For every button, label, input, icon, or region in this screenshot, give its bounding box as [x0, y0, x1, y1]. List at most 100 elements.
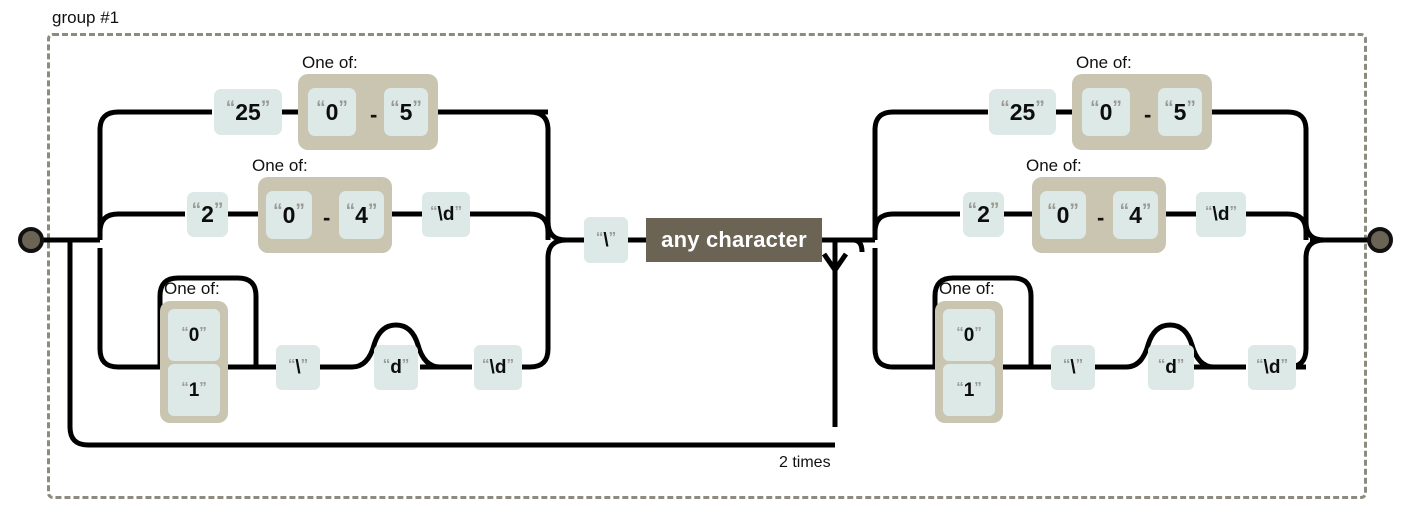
repeat-count-label: 2 times — [779, 454, 831, 471]
quote-open: “ — [1256, 356, 1264, 373]
node-value: 2 — [977, 201, 990, 227]
node-literal-2-right[interactable]: “2” — [963, 192, 1004, 237]
node-value: 0 — [188, 324, 200, 346]
quote-open: “ — [345, 200, 356, 222]
node-digit-class-right-2[interactable]: “\d” — [1196, 192, 1246, 237]
node-range-from-left-2[interactable]: “0” — [266, 191, 312, 239]
quote-close: ” — [974, 378, 982, 396]
node-value: 0 — [1056, 201, 1070, 228]
node-value: 4 — [1129, 201, 1142, 228]
quote-open: “ — [273, 200, 283, 222]
end-terminal — [1367, 227, 1393, 253]
quote-open: “ — [1119, 200, 1130, 222]
quote-close: ” — [295, 200, 305, 222]
quote-close: ” — [506, 356, 514, 373]
node-oneof-option-1-right[interactable]: “1” — [943, 364, 995, 416]
node-literal-d-right-3[interactable]: “d” — [1148, 345, 1194, 390]
node-value: 2 — [201, 201, 214, 227]
quote-close: ” — [412, 97, 422, 119]
quote-open: “ — [595, 228, 604, 246]
node-value: 0 — [282, 201, 296, 228]
oneof-label-right-3: One of: — [939, 279, 995, 298]
range-separator-right-1: - — [1144, 102, 1152, 127]
group-label: group #1 — [52, 8, 120, 27]
node-oneof-option-0-left[interactable]: “0” — [168, 309, 220, 361]
quote-close: ” — [300, 356, 309, 373]
node-digit-class-left-2[interactable]: “\d” — [422, 192, 470, 237]
node-center-backslash[interactable]: “\” — [584, 217, 628, 263]
quote-open: “ — [1062, 356, 1071, 373]
node-value: 0 — [1099, 98, 1113, 125]
node-value: \d — [1212, 204, 1230, 225]
node-range-to-right-2[interactable]: “4” — [1113, 191, 1158, 239]
quote-open: “ — [956, 323, 964, 341]
node-range-from-left-1[interactable]: “0” — [308, 88, 356, 136]
quote-open: “ — [316, 97, 326, 119]
node-value: 25 — [1009, 98, 1036, 125]
node-value: d — [1165, 357, 1177, 378]
node-literal-2-left[interactable]: “2” — [187, 192, 228, 237]
quote-close: ” — [367, 200, 378, 222]
node-literal-backslash-left-3[interactable]: “\” — [276, 345, 320, 390]
quote-open: “ — [967, 200, 978, 221]
quote-close: ” — [338, 97, 348, 119]
node-value: \d — [1263, 357, 1281, 378]
quote-open: “ — [1205, 203, 1213, 220]
node-range-from-right-1[interactable]: “0” — [1082, 88, 1130, 136]
range-separator-right-2: - — [1097, 205, 1105, 230]
quote-open: “ — [1157, 356, 1166, 373]
node-value: \ — [1070, 357, 1076, 378]
node-value: \d — [437, 204, 455, 225]
node-value: 25 — [235, 98, 261, 125]
node-oneof-option-1-left[interactable]: “1” — [168, 364, 220, 416]
quote-open: “ — [1000, 97, 1010, 119]
node-literal-d-left-3[interactable]: “d” — [374, 345, 418, 390]
node-range-to-right-1[interactable]: “5” — [1158, 88, 1202, 136]
quote-open: “ — [390, 97, 400, 119]
quote-close: ” — [1075, 356, 1084, 373]
quote-open: “ — [181, 378, 189, 396]
quote-close: ” — [1186, 97, 1196, 119]
quote-close: ” — [1176, 356, 1185, 373]
quote-close: ” — [974, 323, 982, 341]
range-separator-left-1: - — [370, 102, 378, 127]
node-digit-class-left-3[interactable]: “\d” — [474, 345, 522, 390]
node-value: 1 — [963, 379, 975, 401]
range-separator-left-2: - — [323, 205, 331, 230]
quote-close: ” — [1112, 97, 1122, 119]
quote-open: “ — [1047, 200, 1057, 222]
quote-close: ” — [213, 200, 224, 221]
quote-close: ” — [608, 228, 617, 246]
node-range-from-right-2[interactable]: “0” — [1040, 191, 1086, 239]
quote-open: “ — [181, 323, 189, 341]
node-value: d — [390, 357, 402, 378]
quote-open: “ — [191, 200, 202, 221]
node-value: 5 — [1173, 98, 1187, 125]
node-range-to-left-1[interactable]: “5” — [384, 88, 428, 136]
quote-close: ” — [401, 356, 410, 373]
node-value: \d — [489, 357, 507, 378]
oneof-label-right-1: One of: — [1076, 53, 1132, 72]
node-digit-class-right-3[interactable]: “\d” — [1248, 345, 1296, 390]
node-value: \ — [295, 357, 301, 378]
quote-close: ” — [1280, 356, 1288, 373]
quote-close: ” — [260, 97, 271, 119]
loop-arrow-icon — [821, 252, 849, 275]
node-any-character[interactable]: any character — [646, 218, 822, 262]
quote-open: “ — [956, 378, 964, 396]
quote-close: ” — [199, 378, 207, 396]
node-literal-backslash-right-3[interactable]: “\” — [1051, 345, 1095, 390]
node-literal-25-left[interactable]: “25” — [214, 89, 282, 135]
node-value: \ — [603, 229, 609, 251]
quote-close: ” — [1035, 97, 1045, 119]
quote-close: ” — [989, 200, 1000, 221]
quote-open: “ — [430, 203, 438, 220]
node-literal-25-right[interactable]: “25” — [989, 89, 1056, 135]
quote-open: “ — [382, 356, 391, 373]
group-boundary — [47, 33, 1367, 499]
node-oneof-option-0-right[interactable]: “0” — [943, 309, 995, 361]
node-range-to-left-2[interactable]: “4” — [339, 191, 384, 239]
oneof-label-left-3: One of: — [164, 279, 220, 298]
